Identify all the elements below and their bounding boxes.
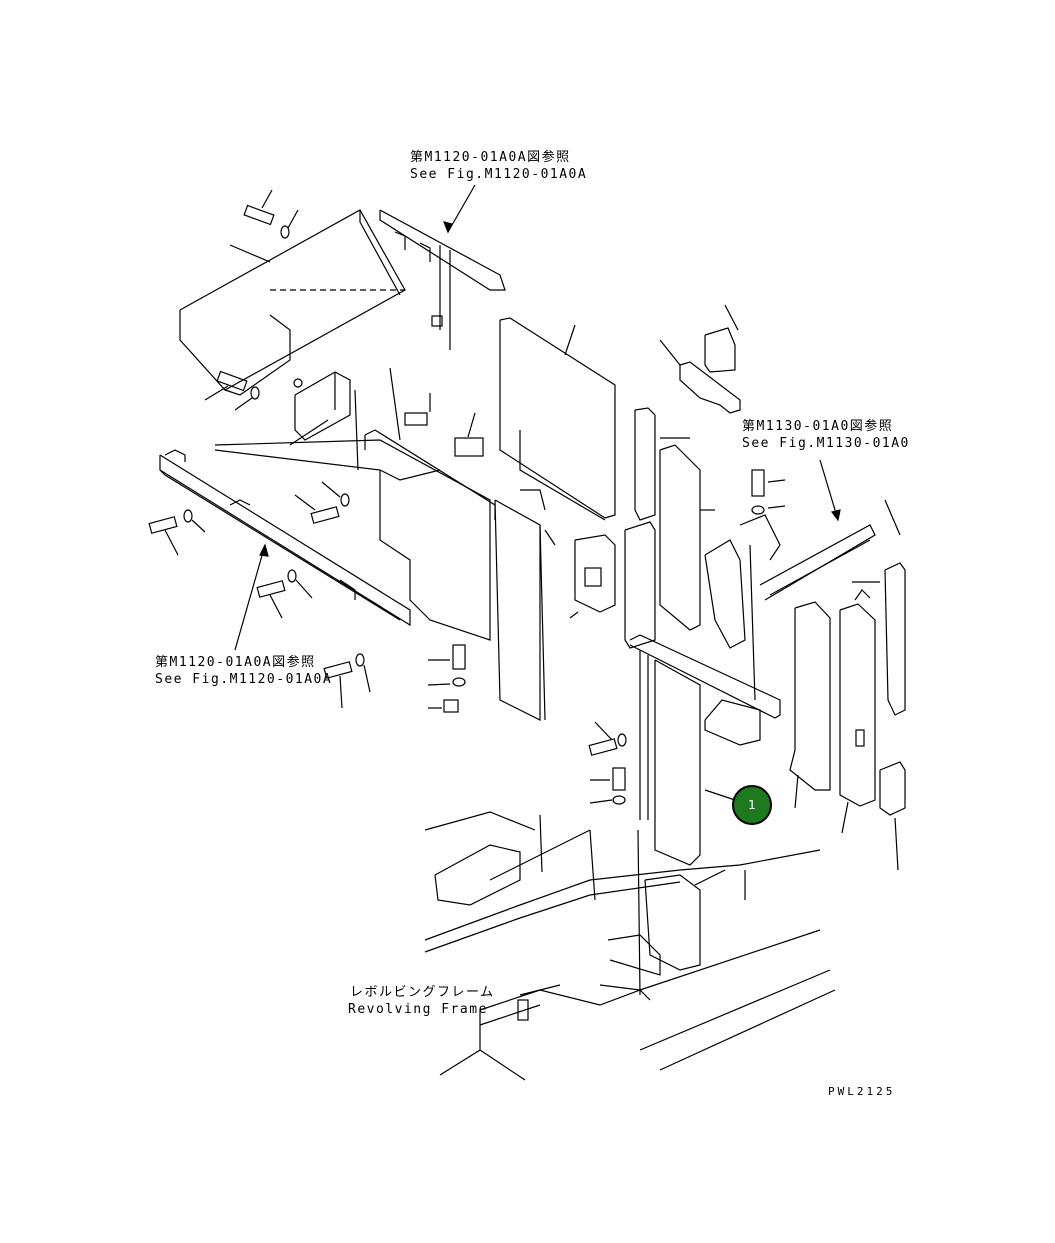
- top-cover-plate: [179, 209, 406, 396]
- reference-label-right-en: See Fig.M1130-01A0: [742, 436, 910, 451]
- reference-label-right-jp: 第M1130-01A0図参照: [742, 419, 894, 434]
- vertical-plate-b: [494, 489, 556, 721]
- bolt-group-left: [148, 481, 371, 709]
- reference-label-top-en: See Fig.M1120-01A0A: [410, 167, 588, 182]
- bolt-group-right: [427, 469, 786, 713]
- foam-block-a: [569, 534, 616, 619]
- right-panel-b: [839, 589, 876, 834]
- part-callout-1-number: 1: [748, 798, 756, 812]
- top-right-bracket: [659, 304, 741, 414]
- vertical-plate-a: [499, 317, 616, 521]
- foam-block-b: [624, 521, 656, 649]
- reference-label-top-jp: 第M1120-01A0A図参照: [410, 150, 571, 165]
- right-panel-a: [789, 601, 831, 809]
- bolt-group-top-left: [204, 189, 299, 411]
- top-frame-bracket: [379, 209, 506, 350]
- left-side-rail: [159, 449, 411, 627]
- bolt-group-bottom: [588, 721, 627, 805]
- right-panel-c: [852, 499, 906, 871]
- frame-label-en: Revolving Frame: [348, 1002, 488, 1017]
- seal-strip-a: [634, 407, 690, 521]
- center-long-bracket: [629, 634, 781, 866]
- reference-label-left-en: See Fig.M1120-01A0A: [155, 672, 333, 687]
- mount-bracket: [289, 371, 359, 471]
- revolving-frame: [424, 811, 836, 1081]
- reference-leaders: [234, 184, 841, 996]
- drawing-code: PWL2125: [828, 1085, 896, 1098]
- part-callout-1[interactable]: 1: [732, 785, 772, 825]
- reference-label-left-jp: 第M1120-01A0A図参照: [155, 655, 316, 670]
- seal-strip-b: [659, 444, 715, 631]
- frame-label-jp: レボルビングフレーム: [350, 985, 495, 1000]
- right-side-rail: [704, 514, 876, 701]
